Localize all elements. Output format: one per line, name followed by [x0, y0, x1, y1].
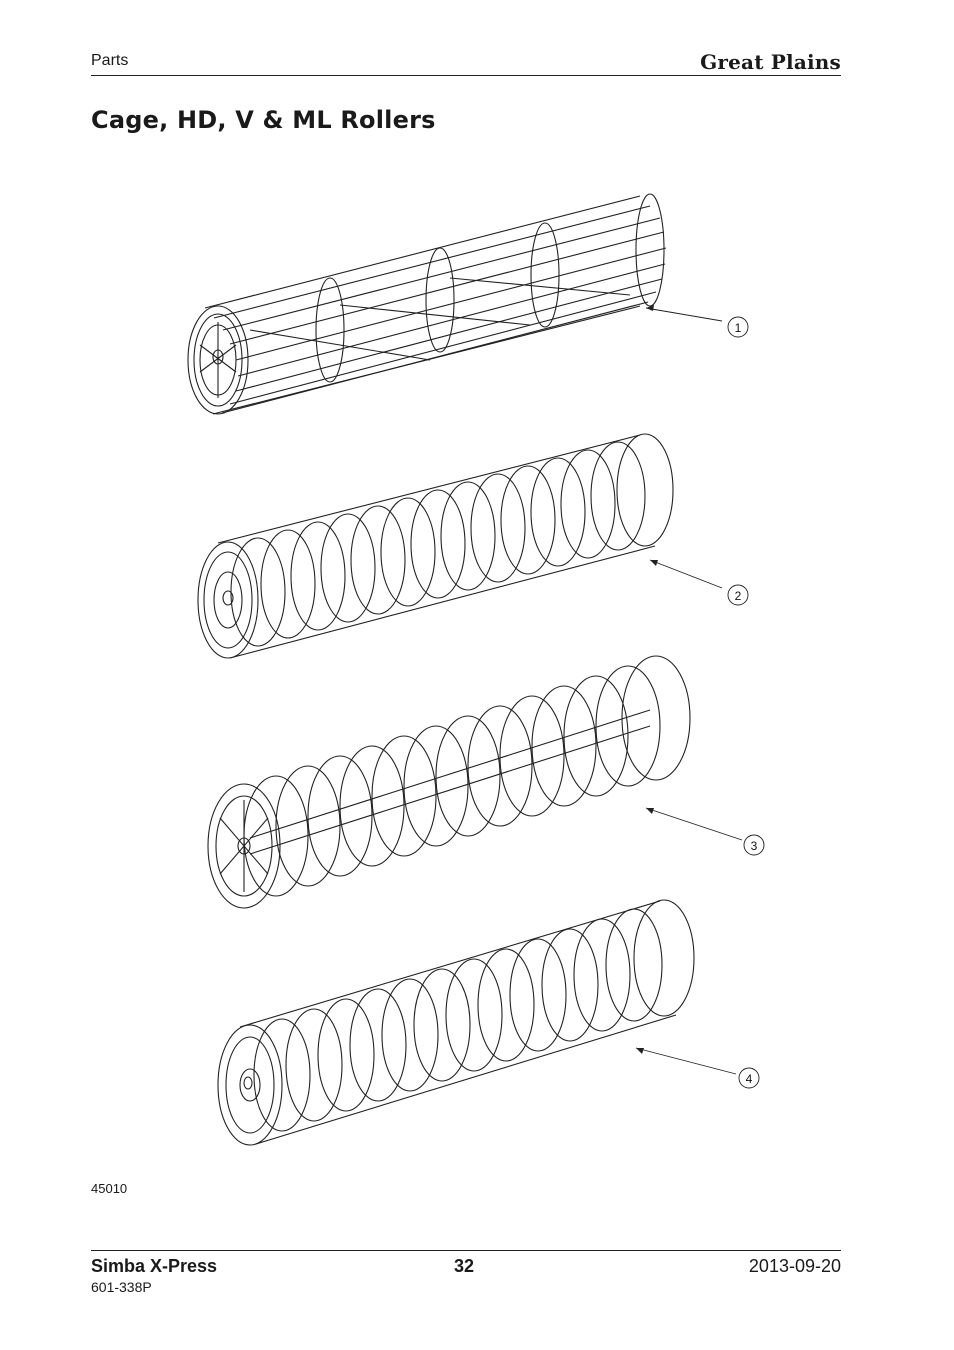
- page-title: Cage, HD, V & ML Rollers: [91, 106, 436, 134]
- header-rule: [91, 75, 841, 76]
- figure-number: 45010: [91, 1181, 128, 1196]
- callout-number-1: 1: [735, 321, 742, 335]
- callout-leader-4: [635, 1047, 737, 1075]
- footer-part-number: 601-338P: [91, 1279, 152, 1295]
- callout-balloon-3: [743, 834, 765, 856]
- callout-arrow-4: [636, 1048, 644, 1054]
- callout-balloon-1: [727, 316, 749, 338]
- callout-arrow-1: [646, 305, 654, 311]
- callout-leader-1: [645, 307, 723, 322]
- header-brand-logo: Great Plains: [700, 50, 841, 74]
- callout-leader-3: [645, 807, 743, 841]
- footer-model-name: Simba X-Press: [91, 1256, 218, 1276]
- v-roller-drawing: [207, 655, 691, 909]
- cage-roller-drawing: [187, 193, 667, 415]
- callout-number-4: 4: [746, 1072, 753, 1086]
- callout-balloon-2: [727, 584, 749, 606]
- ml-roller-drawing: [217, 899, 695, 1146]
- footer-rule: [91, 1250, 841, 1251]
- callout-leader-2: [649, 559, 723, 589]
- callout-arrow-2: [650, 560, 658, 566]
- header-section-label: Parts: [91, 52, 129, 69]
- footer-date: 2013-09-20: [748, 1256, 841, 1276]
- hd-roller-drawing: [197, 433, 674, 659]
- callout-number-3: 3: [751, 839, 758, 853]
- callout-arrow-3: [646, 808, 654, 814]
- footer-page-number: 32: [454, 1256, 475, 1276]
- callout-number-2: 2: [735, 589, 742, 603]
- callout-balloon-4: [738, 1067, 760, 1089]
